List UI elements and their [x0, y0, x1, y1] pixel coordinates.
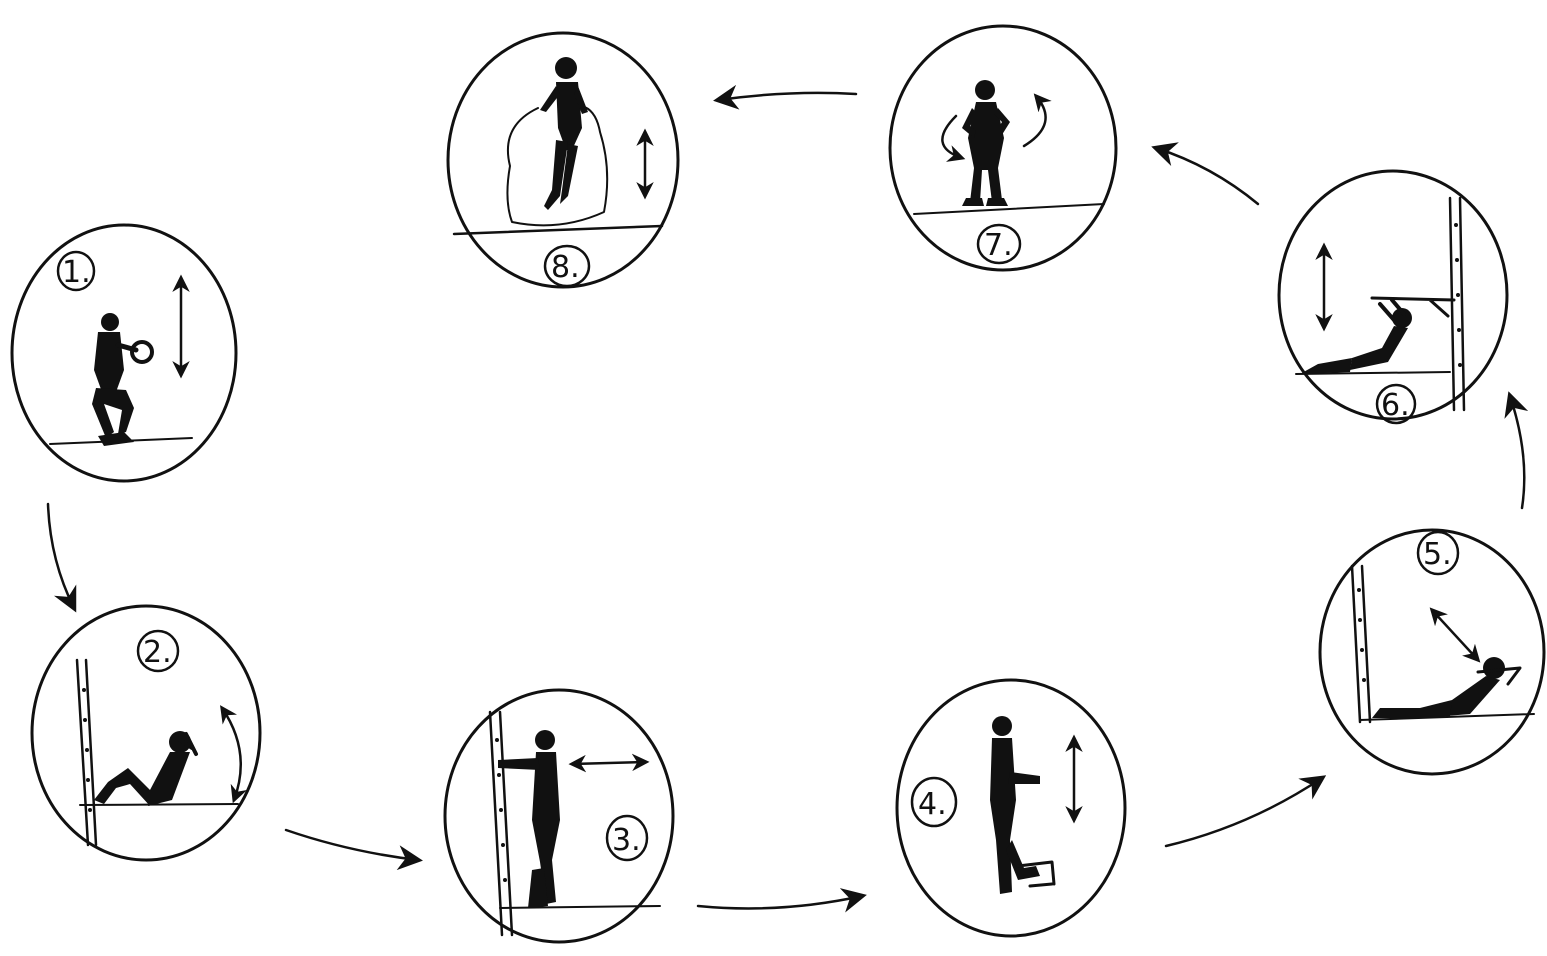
- station-5: 5.: [1320, 530, 1544, 774]
- station-1: 1.: [12, 225, 236, 481]
- wall-bars: [77, 660, 96, 845]
- pull-up-figure: [1300, 300, 1412, 374]
- station-number: 4.: [918, 787, 947, 822]
- station-number: 1.: [62, 255, 91, 290]
- floor-line: [914, 204, 1104, 214]
- arrow-6-to-7-icon: [1156, 148, 1258, 204]
- floor-line: [80, 804, 238, 805]
- arrow-5-to-6-icon: [1510, 396, 1524, 508]
- station-4: 4.: [897, 680, 1125, 936]
- station-circle: [1279, 171, 1507, 419]
- arrow-3-to-4-icon: [698, 896, 862, 908]
- station-number: 2.: [143, 635, 172, 670]
- station-number-badge: 5.: [1418, 532, 1458, 574]
- arrow-7-to-8-icon: [718, 93, 856, 100]
- diagonal-arrow-icon: [1432, 610, 1478, 660]
- hip-circles-figure: [962, 80, 1010, 206]
- sit-up-figure: [94, 731, 196, 806]
- station-number-badge: 3.: [607, 816, 647, 860]
- arrow-2-to-3-icon: [286, 830, 418, 860]
- wall-bars: [1450, 198, 1464, 410]
- station-number-badge: 2.: [138, 631, 178, 671]
- station-number-badge: 7.: [978, 225, 1020, 263]
- station-number: 7.: [984, 228, 1013, 263]
- station-7: 7.: [890, 26, 1116, 270]
- curved-arrow-icon: [222, 708, 241, 800]
- station-number-badge: 1.: [58, 252, 94, 290]
- wall-bars: [1352, 566, 1370, 722]
- crunch-figure: [1372, 657, 1520, 718]
- arrow-4-to-5-icon: [1166, 778, 1322, 846]
- squat-figure: [92, 313, 152, 446]
- floor-line: [454, 226, 662, 234]
- station-number-badge: 8.: [545, 246, 589, 286]
- station-number-badge: 4.: [912, 778, 956, 826]
- station-8: 8.: [448, 33, 678, 287]
- wall-bars: [490, 712, 512, 935]
- rotate-left-arrow-icon: [942, 116, 962, 158]
- station-number: 8.: [551, 250, 580, 285]
- station-number: 6.: [1381, 388, 1410, 423]
- station-2: 2.: [32, 606, 260, 860]
- step-up-figure: [990, 716, 1054, 894]
- flow-arrows: [48, 93, 1524, 909]
- rope-skipping-figure: [540, 57, 588, 210]
- station-number-badge: 6.: [1377, 385, 1415, 423]
- station-3: 3.: [445, 690, 673, 942]
- arrow-1-to-2-icon: [48, 504, 74, 608]
- station-6: 6.: [1279, 171, 1507, 423]
- station-number: 3.: [612, 823, 641, 858]
- left-right-arrow-icon: [572, 762, 646, 764]
- station-number: 5.: [1423, 537, 1452, 572]
- rotate-right-arrow-icon: [1024, 96, 1046, 146]
- push-figure: [498, 730, 560, 908]
